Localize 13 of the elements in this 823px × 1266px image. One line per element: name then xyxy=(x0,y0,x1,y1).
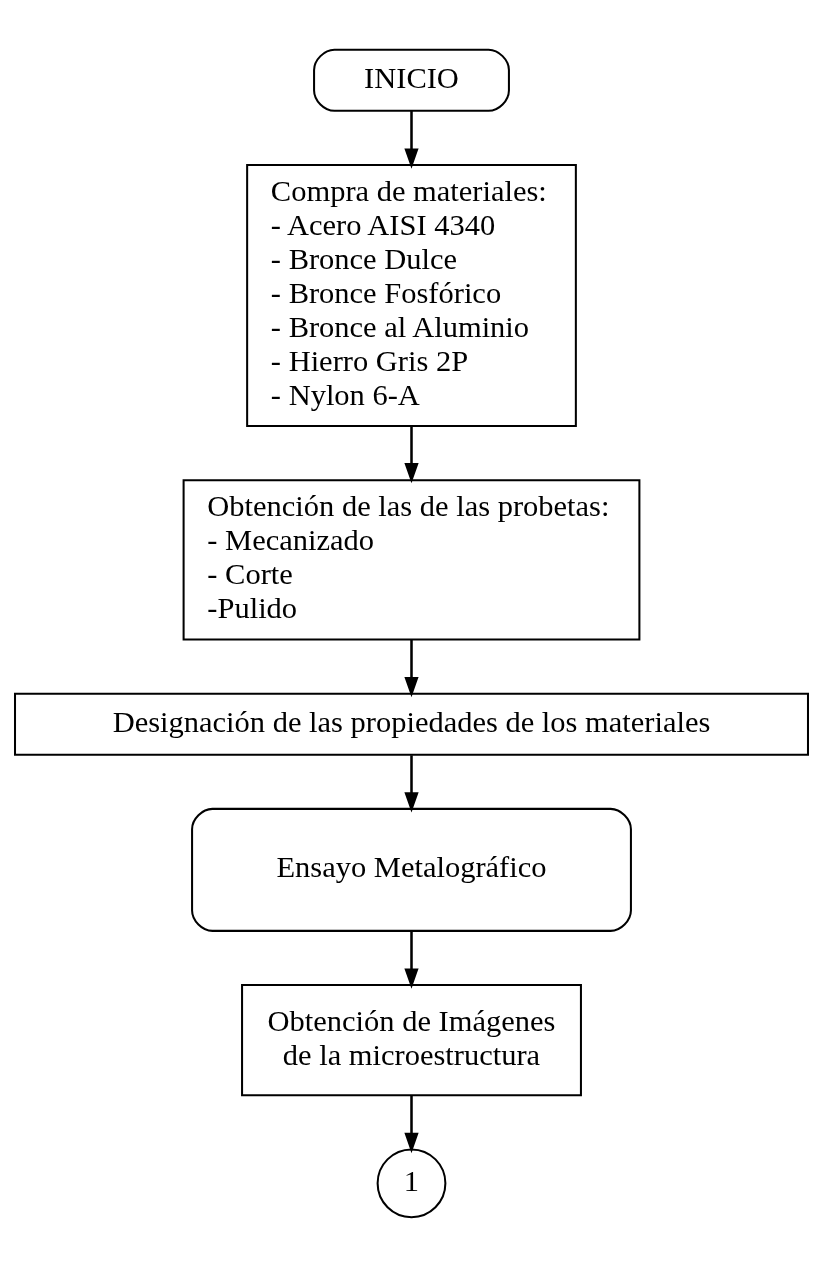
node-circle: 1 xyxy=(376,1147,447,1218)
node-box: Obtención de las de las probetas: - Mecanizado - Corte -Pulido xyxy=(182,478,641,640)
arrow xyxy=(404,930,419,989)
arrow xyxy=(404,110,419,169)
arrow xyxy=(404,639,419,697)
node-box: Ensayo Metalográfico xyxy=(191,807,632,932)
node-box: Compra de materiales: - Acero AISI 4340 - Bronce Dulce - Bronce Fosfórico - Bronce al Aluminio - Hierro Gris 2P - Nylon 6-A xyxy=(246,163,577,427)
node-box: INICIO xyxy=(313,48,510,112)
arrow xyxy=(404,754,419,813)
arrow xyxy=(404,1095,419,1153)
node-box: Obtención de Imágenes de la microestructura xyxy=(241,983,582,1096)
node-box: Designación de las propiedades de los materiales xyxy=(14,692,809,756)
arrow xyxy=(404,425,419,483)
